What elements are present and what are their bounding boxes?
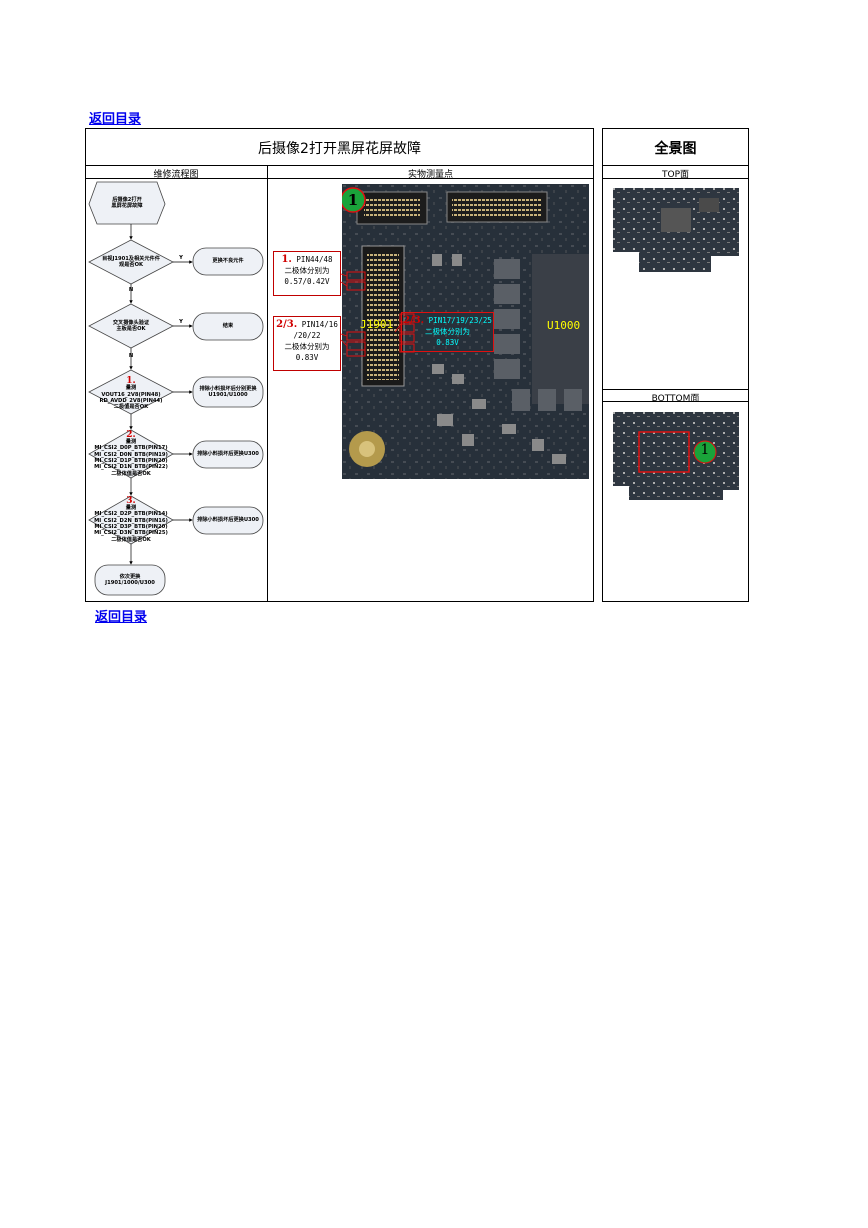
annotation-number: 1. <box>281 254 292 265</box>
step-number: 2. <box>126 429 136 440</box>
end-shape <box>94 564 166 596</box>
annotation-leaders <box>340 273 402 347</box>
no-label: N <box>128 286 134 293</box>
marker-one: 1 <box>700 442 710 458</box>
result-end: 结束 <box>222 323 234 330</box>
result-replace-u300: 排除小料损坏后更换U300 <box>197 451 259 458</box>
overview-title: 全景图 <box>654 141 697 157</box>
bottom-view-photo <box>613 412 739 500</box>
result-replace-bad-part: 更换不良元件 <box>212 258 244 265</box>
divider <box>602 165 749 166</box>
pcb-closeup-photo <box>342 184 589 479</box>
flowchart <box>88 181 264 596</box>
divider <box>267 165 268 602</box>
marker-one: 1 <box>347 191 359 209</box>
decision-text: 量测 VOUT16_2V8(PIN48) RD_AVDD_2V8(PIN44) … <box>99 385 163 411</box>
measure-header: 实物测量点 <box>407 170 453 180</box>
result-shape <box>192 312 264 341</box>
back-to-contents-link-bottom[interactable]: 返回目录 <box>95 610 148 625</box>
decision-cross-check: 交叉摄像头验证 主板是否OK <box>112 319 150 332</box>
divider <box>602 389 749 390</box>
decision-text: 量测 MI_CSI2_D2P_BTB(PIN14) MI_CSI2_D2N_BT… <box>94 504 168 543</box>
result-shape <box>192 506 264 535</box>
top-view-header: TOP面 <box>661 170 689 180</box>
result-replace-u1901-u1000: 排除小料损坏后分别更换 U1901/U1000 <box>199 385 257 398</box>
step-number: 3. <box>126 495 136 506</box>
start-node-shape <box>88 181 166 225</box>
yes-label: Y <box>179 318 183 325</box>
no-label: N <box>128 352 134 359</box>
divider <box>85 165 594 166</box>
u1000-label: U1000 <box>547 319 581 332</box>
result-replace-u300: 排除小料损坏后更换U300 <box>197 517 259 524</box>
flow-header: 维修流程图 <box>153 170 199 180</box>
decision-measure-2: 2. 量测 MI_CSI2_D0P_BTB(PIN17) MI_CSI2_D0N… <box>89 430 173 478</box>
decision-measure-3: 3. 量测 MI_CSI2_D2P_BTB(PIN14) MI_CSI2_D2N… <box>89 496 173 544</box>
yes-label: Y <box>179 254 183 261</box>
decision-text: 量测 MI_CSI2_D0P_BTB(PIN17) MI_CSI2_D0N_BT… <box>94 438 168 477</box>
annotation-text: PIN17/19/23/25 二极体分别为 0.83V <box>425 316 492 347</box>
annotation-pin44-48: 1. PIN44/48 二极体分别为 0.57/0.42V <box>273 251 341 296</box>
top-view-photo <box>613 188 739 272</box>
divider <box>602 401 749 402</box>
result-shape <box>192 247 264 276</box>
end-node: 依次更换 J1901/1000/U300 <box>105 573 155 586</box>
start-node: 后摄像2打开 黑屏花屏故障 <box>111 196 143 209</box>
annotation-number: 2/3. <box>276 319 298 330</box>
annotation-pin14-22: 2/3. PIN14/16 /20/22 二极体分别为 0.83V <box>273 316 341 371</box>
divider <box>85 178 594 179</box>
result-shape <box>192 440 264 469</box>
annotation-number: 2/3. <box>403 315 425 326</box>
decision-measure-1: 1. 量测 VOUT16_2V8(PIN48) RD_AVDD_2V8(PIN4… <box>89 372 173 416</box>
back-to-contents-link-top[interactable]: 返回目录 <box>89 112 142 127</box>
result-shape <box>192 376 264 408</box>
j1901-label: J1901 <box>360 318 394 331</box>
bottom-view-header: BOTTOM面 <box>651 394 700 404</box>
decision-visual-check: 目视J1901及相关元件件 观是否OK <box>102 255 160 268</box>
annotation-text: PIN44/48 二极体分别为 0.57/0.42V <box>284 255 333 286</box>
divider <box>602 178 749 179</box>
annotation-text: PIN14/16 /20/22 二极体分别为 0.83V <box>284 320 338 362</box>
page-title: 后摄像2打开黑屏花屏故障 <box>258 141 421 157</box>
annotation-pin17-25: 2/3. PIN17/19/23/25 二极体分别为 0.83V <box>401 312 494 352</box>
step-number: 1. <box>126 376 136 387</box>
